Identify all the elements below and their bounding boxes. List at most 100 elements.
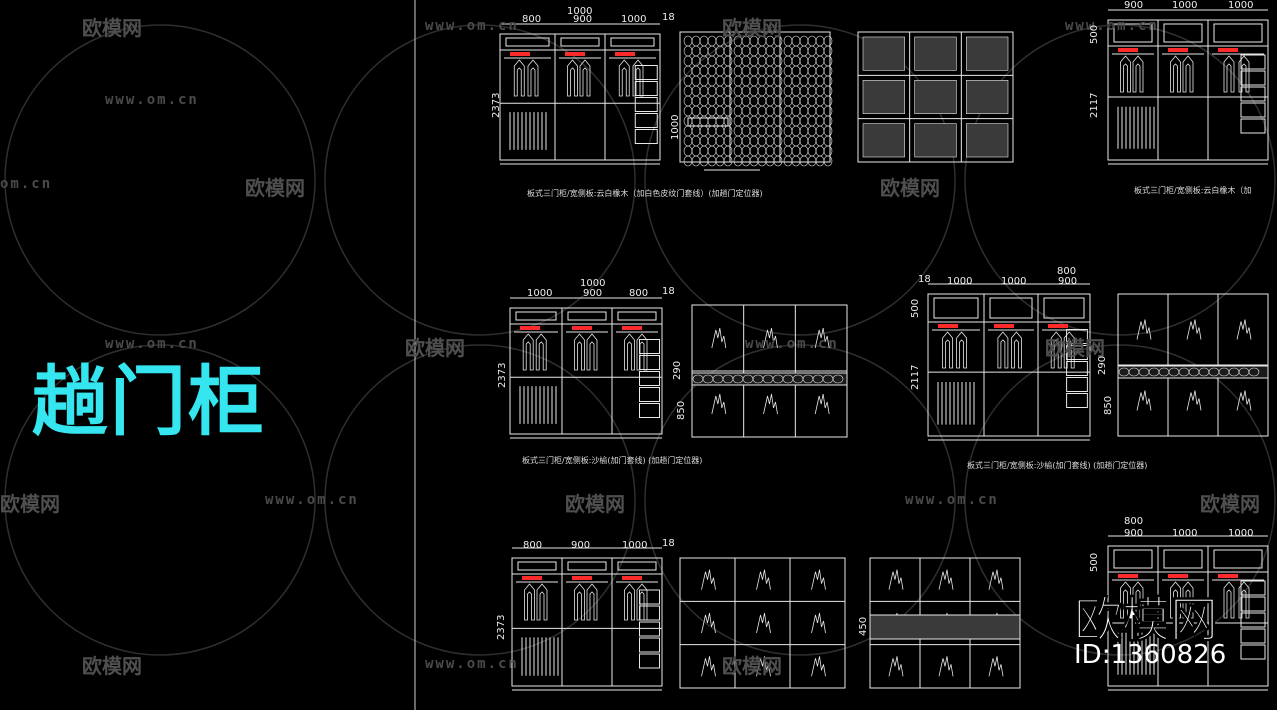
door-lattice-pattern xyxy=(815,145,825,157)
door-leaf-motif xyxy=(1136,319,1152,340)
drawer xyxy=(1066,329,1088,344)
door-lattice-pattern xyxy=(749,135,759,147)
watermark-url: www.om.cn xyxy=(425,18,519,34)
door-lattice-pattern xyxy=(683,125,693,137)
door-lattice-pattern xyxy=(723,105,733,117)
door-lattice-pattern xyxy=(741,115,751,127)
drawer xyxy=(639,403,660,418)
door-leaf-motif xyxy=(756,656,771,677)
dim-height: 2373 xyxy=(491,92,502,118)
hanging-garment xyxy=(586,333,598,371)
door-lattice-pattern xyxy=(691,75,701,87)
door-lattice-pattern xyxy=(733,85,743,97)
door-mesh-panel xyxy=(862,80,905,114)
hanging-garment xyxy=(536,583,548,621)
watermark-logo: 欧模网 xyxy=(880,176,940,200)
door-lattice-pattern xyxy=(757,135,767,147)
dim-width: 800 xyxy=(522,14,542,25)
hanging-garment xyxy=(1050,331,1062,369)
hanging-garment xyxy=(624,583,635,621)
hanging-garment xyxy=(567,59,578,97)
watermark-logo: 欧模网 xyxy=(722,16,782,40)
red-label-tag xyxy=(572,326,592,330)
door-lattice-pattern xyxy=(715,135,725,147)
door-dim: 290 xyxy=(672,360,683,380)
door-lattice-pattern xyxy=(783,55,793,67)
dim-height: 2373 xyxy=(497,362,508,388)
hanging-garment xyxy=(522,333,534,371)
door-lattice-pattern xyxy=(783,115,793,127)
door-lattice-pattern xyxy=(691,155,701,167)
door-lattice-pattern xyxy=(723,85,733,97)
door-lattice-pattern xyxy=(815,35,825,47)
door-lattice-pattern xyxy=(799,145,809,157)
drawer xyxy=(1066,393,1088,408)
door-lattice-pattern xyxy=(815,95,825,107)
door-lattice-pattern xyxy=(749,105,759,117)
hanging-garment xyxy=(636,333,648,371)
watermark-url: www.om.cn xyxy=(905,492,999,508)
hanging-garment xyxy=(1238,581,1250,619)
dim-top: 500 xyxy=(1089,552,1100,572)
door-lattice-pattern xyxy=(773,95,783,107)
wardrobe-frame xyxy=(509,307,663,435)
door-lattice-pattern xyxy=(741,95,751,107)
door-lattice-pattern xyxy=(683,35,693,47)
door-lattice-pattern xyxy=(799,115,809,127)
door-lattice-pattern xyxy=(791,75,801,87)
red-label-tag xyxy=(572,576,592,580)
door-lattice-pattern xyxy=(733,45,743,57)
red-label-tag xyxy=(1118,574,1138,578)
red-label-tag xyxy=(1168,48,1188,52)
drawing-caption: 板式三门柜/宽侧板:沙榆(加门套线) (加趟门定位器) xyxy=(522,456,703,465)
door-lattice-pattern xyxy=(741,85,751,97)
hanging-garment xyxy=(632,59,644,97)
door-mesh-panel xyxy=(862,123,905,158)
door-lattice-pattern xyxy=(815,115,825,127)
door-lattice-pattern xyxy=(783,145,793,157)
door-lattice-pattern xyxy=(707,135,717,147)
door-leaf-motif xyxy=(814,393,830,415)
door-leaf-motif xyxy=(811,656,826,677)
door-lattice-pattern xyxy=(823,85,833,97)
door-lattice-pattern xyxy=(765,155,775,167)
door-lattice-pattern xyxy=(683,75,693,87)
door-lattice-pattern xyxy=(765,145,775,157)
door-band-pattern xyxy=(832,374,844,384)
drawer xyxy=(639,653,660,669)
door-lattice-pattern xyxy=(741,125,751,137)
dim-height: 2373 xyxy=(496,614,507,640)
door-lattice-pattern xyxy=(799,125,809,137)
dim-edge: 18 xyxy=(662,286,675,297)
door-lattice-pattern xyxy=(691,135,701,147)
dim-top: 500 xyxy=(1089,24,1100,44)
door-lattice-pattern xyxy=(741,105,751,117)
door-lattice-pattern xyxy=(783,85,793,97)
door-leaf-motif xyxy=(1186,390,1202,411)
door-lattice-pattern xyxy=(699,85,709,97)
door-lattice-pattern xyxy=(733,105,743,117)
dim-width: 900 xyxy=(573,14,593,25)
door-lattice-pattern xyxy=(749,75,759,87)
door-lattice-pattern xyxy=(765,45,775,57)
door-lattice-pattern xyxy=(733,55,743,67)
hanging-garment xyxy=(1223,55,1235,93)
drawer xyxy=(639,339,660,354)
drawing-caption: 板式三门柜/宽侧板:沙榆(加门套线) (加趟门定位器) xyxy=(967,461,1148,470)
door-lattice-pattern xyxy=(807,115,817,127)
door-leaf-motif xyxy=(938,656,954,677)
top-compartment xyxy=(1163,549,1203,569)
door-dim: 290 xyxy=(1097,355,1108,375)
door-lattice-pattern xyxy=(707,145,717,157)
watermark-logo: 欧模网 xyxy=(0,492,60,516)
drawer xyxy=(1240,644,1266,660)
top-compartment xyxy=(1163,23,1203,43)
dim-width: 1000 xyxy=(622,540,648,551)
door-lattice-pattern xyxy=(765,125,775,137)
door-leaf-motif xyxy=(811,569,826,590)
top-compartment xyxy=(560,37,600,47)
door-leaf-motif xyxy=(988,569,1004,590)
door-dim: 1000 xyxy=(670,114,681,140)
door-lattice-pattern xyxy=(799,105,809,117)
